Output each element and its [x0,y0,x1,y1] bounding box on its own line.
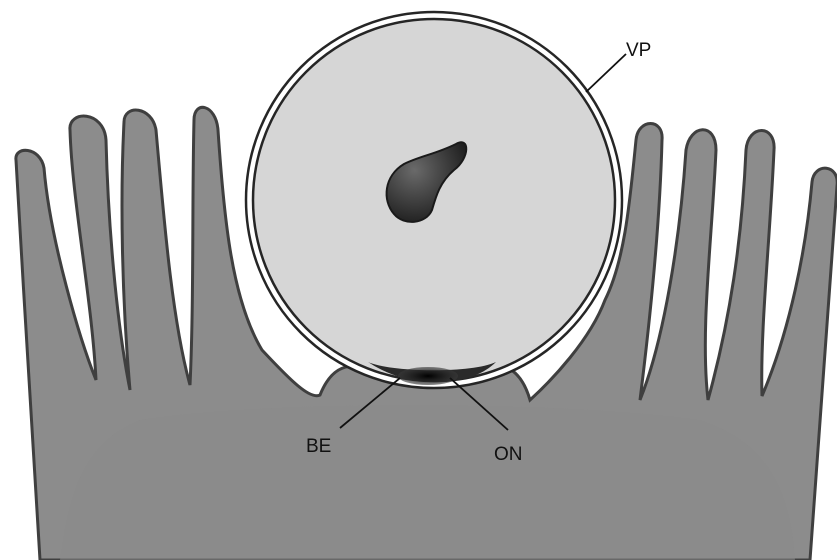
label-vp: VP [626,40,651,61]
tissue-shading [60,405,795,560]
vp-leader-line [586,54,626,92]
on-dense-region [398,367,458,385]
label-on: ON [494,444,523,465]
label-be: BE [306,436,331,457]
